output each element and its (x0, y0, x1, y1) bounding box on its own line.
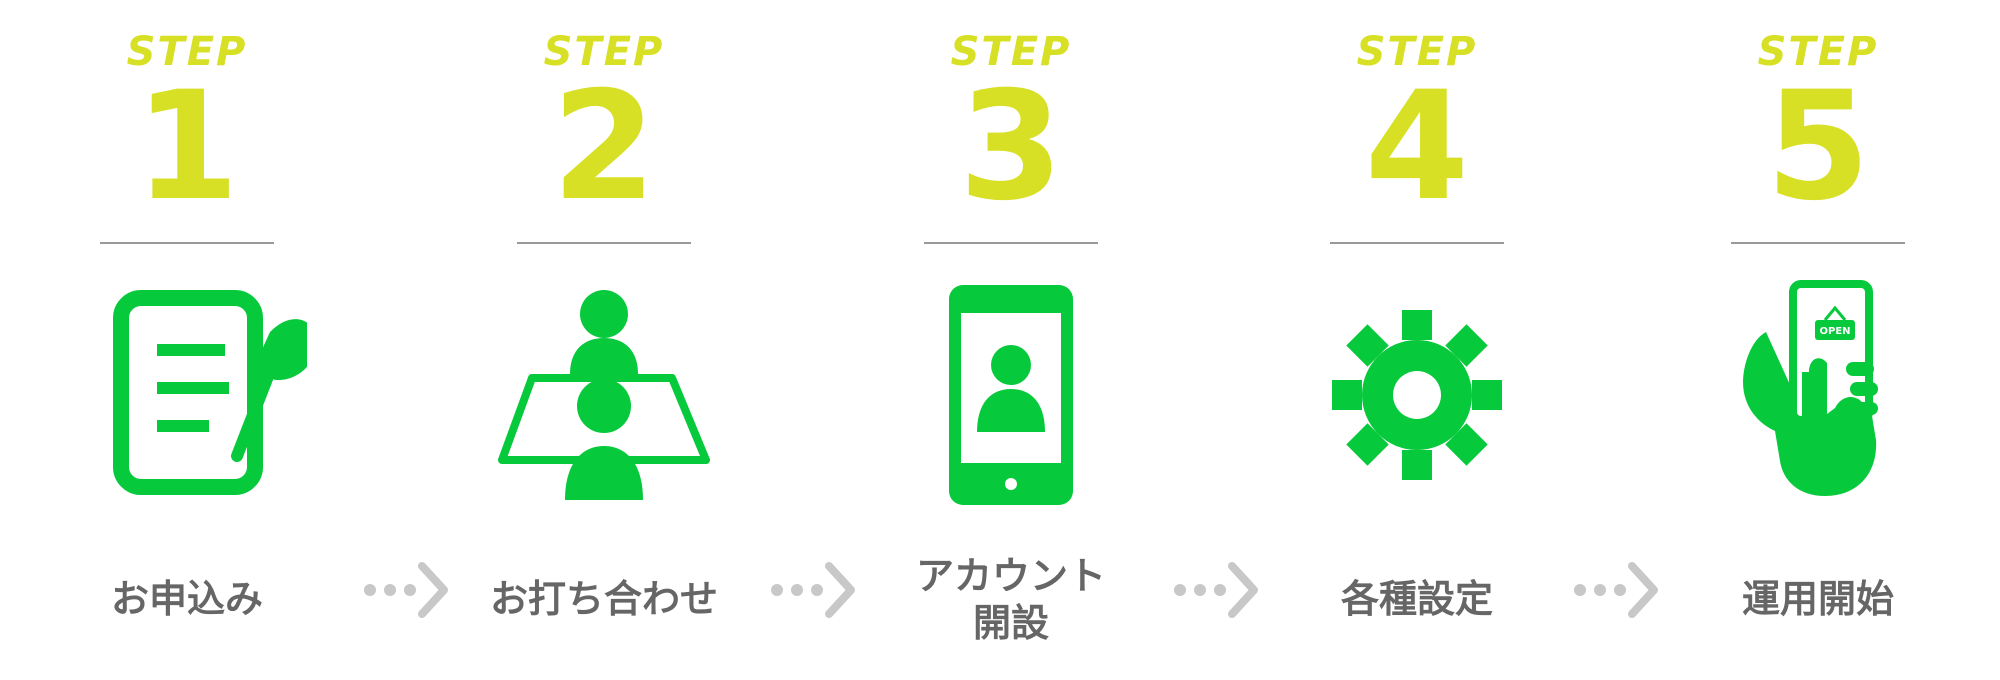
dotted-arrow-icon (1170, 556, 1262, 624)
step-word: STEP (1757, 29, 1879, 75)
step-label: お申込み (110, 577, 263, 622)
step-divider (924, 242, 1098, 244)
step-divider (1731, 242, 1905, 244)
step-word: STEP (950, 29, 1072, 75)
step-word: STEP (1356, 29, 1478, 75)
step-3: STEP 3 アカウント 開設 (891, 0, 1131, 680)
step-word: STEP (126, 29, 248, 75)
dotted-arrow-icon (767, 556, 859, 624)
step-label: お打ち合わせ (489, 577, 718, 622)
step-2: STEP 2 お打ち合わせ (484, 0, 724, 680)
dotted-arrow-icon (360, 556, 452, 624)
step-number: 2 (551, 60, 657, 234)
step-word: STEP (543, 29, 665, 75)
step-number: 5 (1765, 60, 1871, 234)
dotted-arrow-icon (1570, 556, 1662, 624)
step-1: STEP 1 お申込み (67, 0, 307, 680)
gear-icon (1297, 270, 1537, 520)
step-label-line-1: アカウント (915, 553, 1106, 598)
tablet-user-icon (891, 270, 1131, 520)
step-divider (517, 242, 691, 244)
step-label: 各種設定 (1340, 577, 1493, 622)
step-5: STEP 5 OPEN 運用開始 (1698, 0, 1938, 680)
step-4: STEP 4 各種設定 (1297, 0, 1537, 680)
meeting-people-icon (484, 270, 724, 520)
step-label-line-2: 開設 (972, 601, 1049, 645)
step-divider (100, 242, 274, 244)
step-divider (1330, 242, 1504, 244)
step-number: 1 (134, 60, 240, 234)
step-number: 4 (1364, 60, 1470, 234)
step-label: アカウント 開設 (891, 545, 1131, 655)
document-pen-icon (67, 270, 307, 520)
open-sign-text: OPEN (1819, 326, 1850, 337)
phone-open-icon: OPEN (1698, 270, 1938, 520)
step-number: 3 (958, 60, 1064, 234)
step-label: 運用開始 (1741, 577, 1894, 622)
